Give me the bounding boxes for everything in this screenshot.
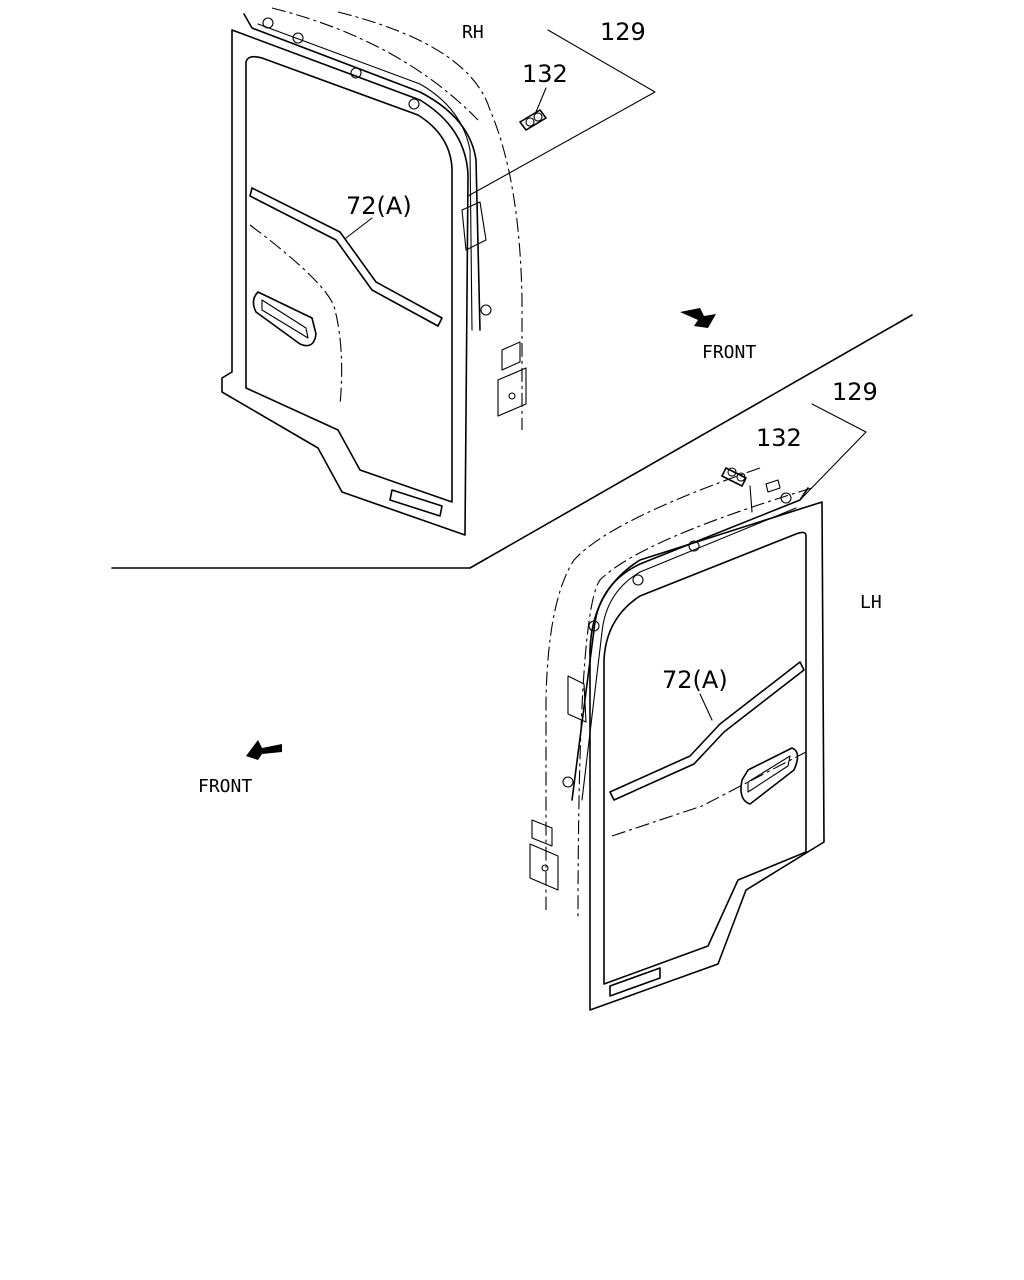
- rh-callout-129: 129: [600, 18, 646, 46]
- lh-leader-132: [749, 485, 753, 513]
- rh-front-indicator: FRONT: [680, 308, 756, 363]
- rh-window-frame: [245, 55, 453, 503]
- lh-side-label: LH: [860, 592, 882, 613]
- lh-roof-rail: [571, 487, 809, 801]
- front-arrow-icon: [246, 740, 282, 760]
- lh-leader-72a: [699, 693, 713, 721]
- lh-reflector: [609, 967, 661, 997]
- lh-body-pillar: [545, 467, 761, 910]
- lh-hinge: [529, 819, 559, 891]
- rh-roof-line: [271, 7, 479, 121]
- rh-leader-129: [467, 29, 656, 197]
- lh-callout-129: 129: [832, 378, 878, 406]
- rh-roof-rail-inner: [257, 23, 473, 331]
- lh-front-label: FRONT: [198, 776, 252, 797]
- lh-callout-132: 132: [756, 424, 802, 452]
- rh-front-label: FRONT: [702, 342, 756, 363]
- lh-roof-rail-inner: [581, 507, 797, 801]
- lh-roof-line: [577, 487, 813, 921]
- rh-leader-72a: [345, 217, 373, 239]
- lh-pillar-seal: [567, 675, 587, 723]
- lh-callout-72a: 72(A): [662, 666, 728, 694]
- rh-reflector: [389, 489, 443, 517]
- view-divider: [111, 314, 913, 569]
- lh-window-frame: [603, 531, 807, 985]
- lh-front-indicator: FRONT: [198, 740, 282, 797]
- lh-door-handle: [740, 747, 799, 805]
- front-arrow-icon: [680, 308, 716, 328]
- rh-door-outline: [221, 29, 469, 536]
- rh-door-view: RH 129 132 72(A): [221, 7, 656, 536]
- rh-roof-rail: [243, 13, 481, 331]
- rh-pillar-seal: [461, 201, 487, 251]
- lh-door-outline: [589, 501, 825, 1011]
- rh-hinge: [497, 341, 527, 417]
- rh-callout-72a: 72(A): [346, 192, 412, 220]
- rh-door-handle: [252, 291, 317, 347]
- rh-side-label: RH: [462, 22, 484, 43]
- rh-clips: [262, 17, 492, 316]
- rh-weatherstrip-72a: [249, 187, 443, 327]
- rh-callout-132: 132: [522, 60, 568, 88]
- rh-body-pillar: [337, 11, 523, 430]
- rh-glass-edge: [249, 224, 343, 406]
- lh-fastener-132-icon: [721, 467, 781, 493]
- lh-glass-edge: [611, 751, 807, 837]
- lh-leader-129: [799, 403, 867, 501]
- rh-fastener-132-icon: [519, 109, 547, 131]
- lh-clips: [562, 492, 792, 788]
- lh-weatherstrip-72a: [609, 661, 805, 801]
- rh-leader-132: [535, 87, 547, 113]
- lh-door-view: LH 129 132 72(A): [529, 378, 882, 1011]
